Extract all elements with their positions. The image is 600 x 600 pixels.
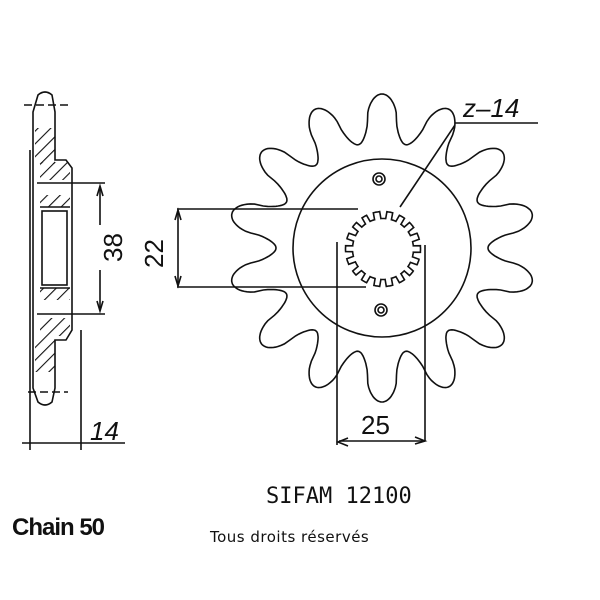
part-title: SIFAM 12100 bbox=[266, 484, 412, 509]
thickness-label: 14 bbox=[90, 416, 119, 446]
hub-diameter-label: 38 bbox=[98, 233, 128, 262]
side-view bbox=[22, 91, 125, 450]
spline-diameter-label: 22 bbox=[139, 239, 169, 268]
teeth-count-label: z–14 bbox=[462, 93, 519, 123]
inner-width-label: 25 bbox=[361, 410, 390, 440]
chain-label: Chain 50 bbox=[12, 514, 105, 541]
spline-bore bbox=[344, 210, 422, 288]
sprocket-outline bbox=[230, 93, 534, 403]
front-view bbox=[174, 93, 538, 447]
copyright-text: Tous droits réservés bbox=[210, 528, 370, 546]
